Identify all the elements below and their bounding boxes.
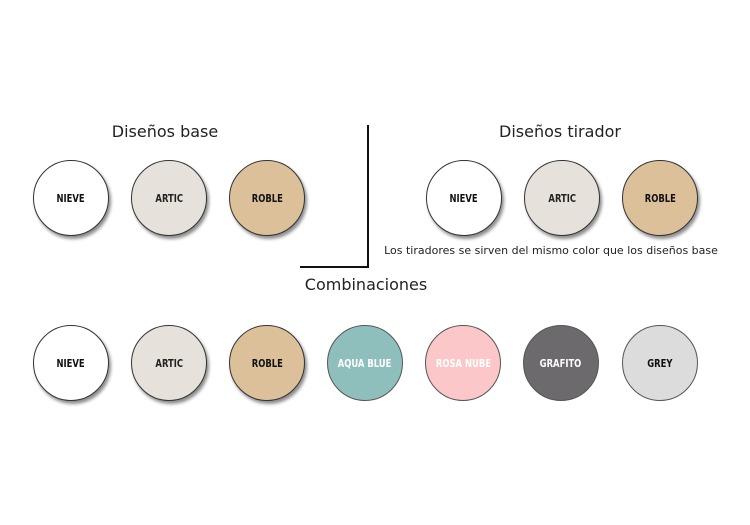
- combinaciones-swatch-rosa-nube: ROSA NUBE: [425, 325, 501, 401]
- combinaciones-swatch-grafito: GRAFITO: [523, 325, 599, 401]
- swatch-label: ARTIC: [548, 191, 576, 205]
- tirador-note: Los tiradores se sirven del mismo color …: [384, 244, 718, 257]
- swatch-label: GREY: [647, 356, 673, 370]
- combinaciones-swatch-aqua-blue: AQUA BLUE: [327, 325, 403, 401]
- combinaciones-title: Combinaciones: [304, 275, 428, 294]
- horizontal-divider: [300, 266, 369, 268]
- swatch-label: ROBLE: [251, 356, 283, 370]
- combinaciones-swatch-nieve: NIEVE: [33, 325, 109, 401]
- tirador-swatch-nieve: NIEVE: [426, 160, 502, 236]
- swatch-label: GRAFITO: [540, 356, 582, 370]
- swatch-label: NIEVE: [56, 191, 86, 205]
- swatch-label: NIEVE: [449, 191, 479, 205]
- swatch-label: ROBLE: [644, 191, 676, 205]
- swatch-label: ROSA NUBE: [435, 356, 491, 370]
- tirador-swatch-roble: ROBLE: [622, 160, 698, 236]
- swatch-label: NIEVE: [56, 356, 86, 370]
- swatch-label: ROBLE: [251, 191, 283, 205]
- base-title: Diseños base: [111, 122, 219, 141]
- swatch-label: ARTIC: [155, 356, 183, 370]
- swatch-label: AQUA BLUE: [338, 356, 392, 370]
- combinaciones-swatch-roble: ROBLE: [229, 325, 305, 401]
- vertical-divider: [367, 125, 369, 267]
- base-swatch-artic: ARTIC: [131, 160, 207, 236]
- tirador-title: Diseños tirador: [499, 122, 621, 141]
- base-swatch-roble: ROBLE: [229, 160, 305, 236]
- swatch-label: ARTIC: [155, 191, 183, 205]
- combinaciones-swatch-grey: GREY: [622, 325, 698, 401]
- base-swatch-nieve: NIEVE: [33, 160, 109, 236]
- combinaciones-swatch-artic: ARTIC: [131, 325, 207, 401]
- tirador-swatch-artic: ARTIC: [524, 160, 600, 236]
